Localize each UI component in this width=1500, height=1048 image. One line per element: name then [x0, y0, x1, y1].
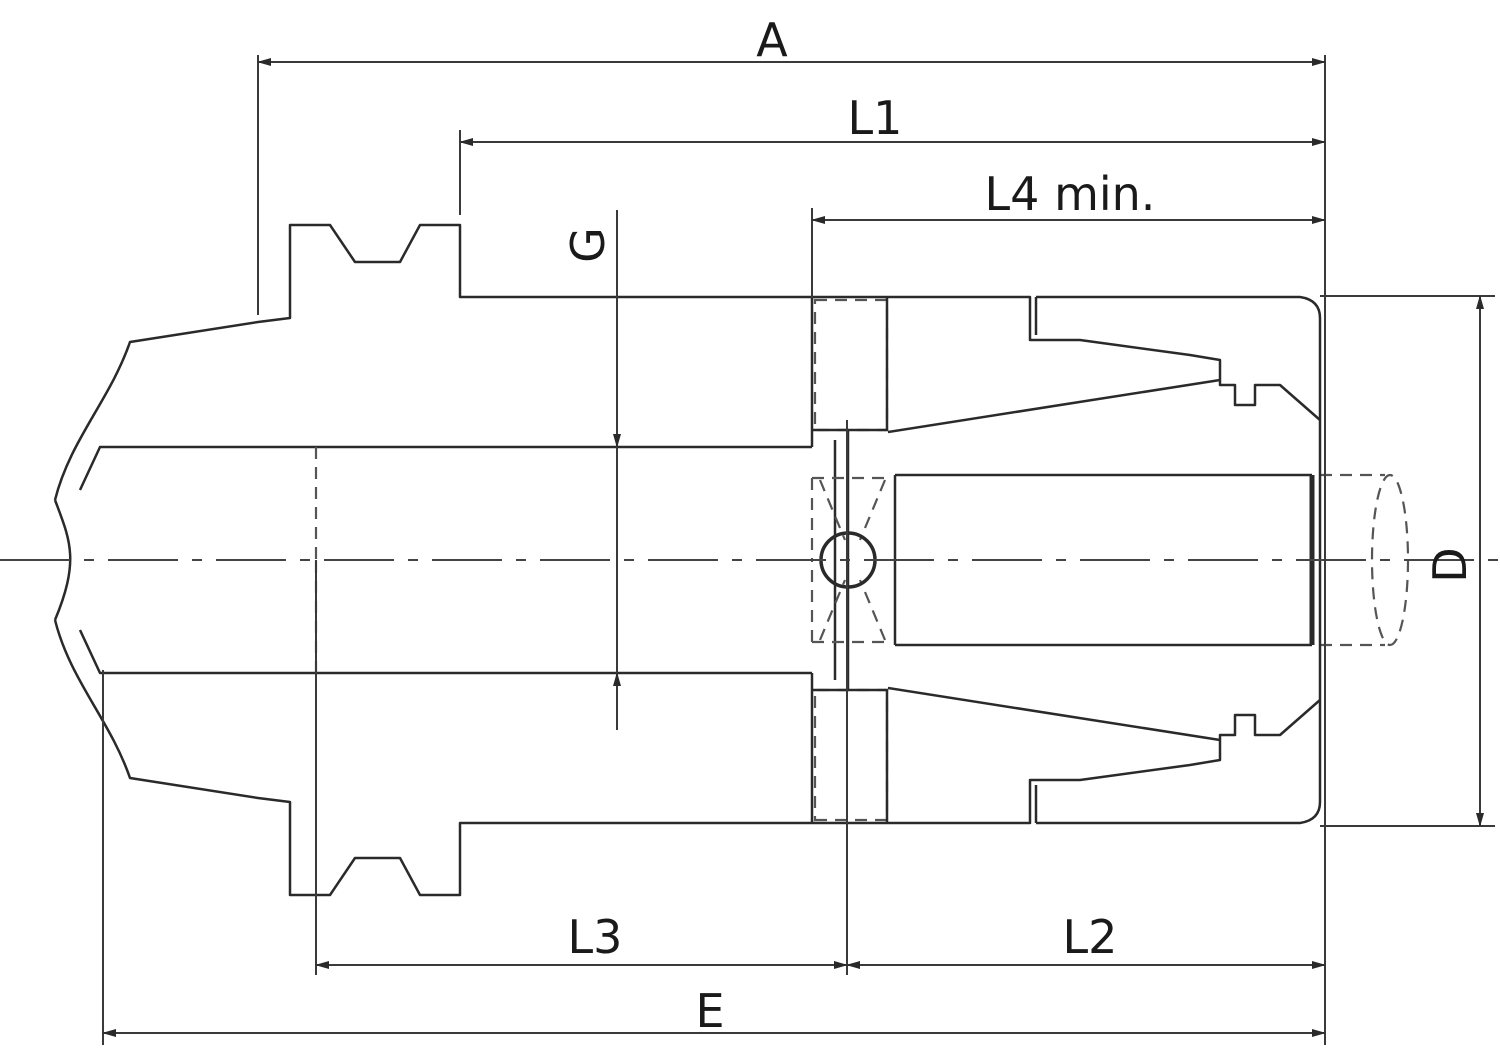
dim-label-a: A — [756, 13, 788, 67]
dim-label-l2: L2 — [1063, 910, 1118, 964]
dim-label-l3: L3 — [568, 910, 623, 964]
part-outline — [0, 223, 1500, 897]
dimension-lines — [102, 55, 1495, 1045]
dim-label-l4: L4 min. — [985, 167, 1156, 221]
dimension-labels: A L1 L4 min. G D L3 L2 E — [561, 13, 1477, 1038]
dim-label-d: D — [1423, 547, 1477, 582]
dim-label-e: E — [695, 984, 724, 1038]
dim-label-g: G — [561, 227, 615, 263]
dim-label-l1: L1 — [848, 91, 903, 145]
